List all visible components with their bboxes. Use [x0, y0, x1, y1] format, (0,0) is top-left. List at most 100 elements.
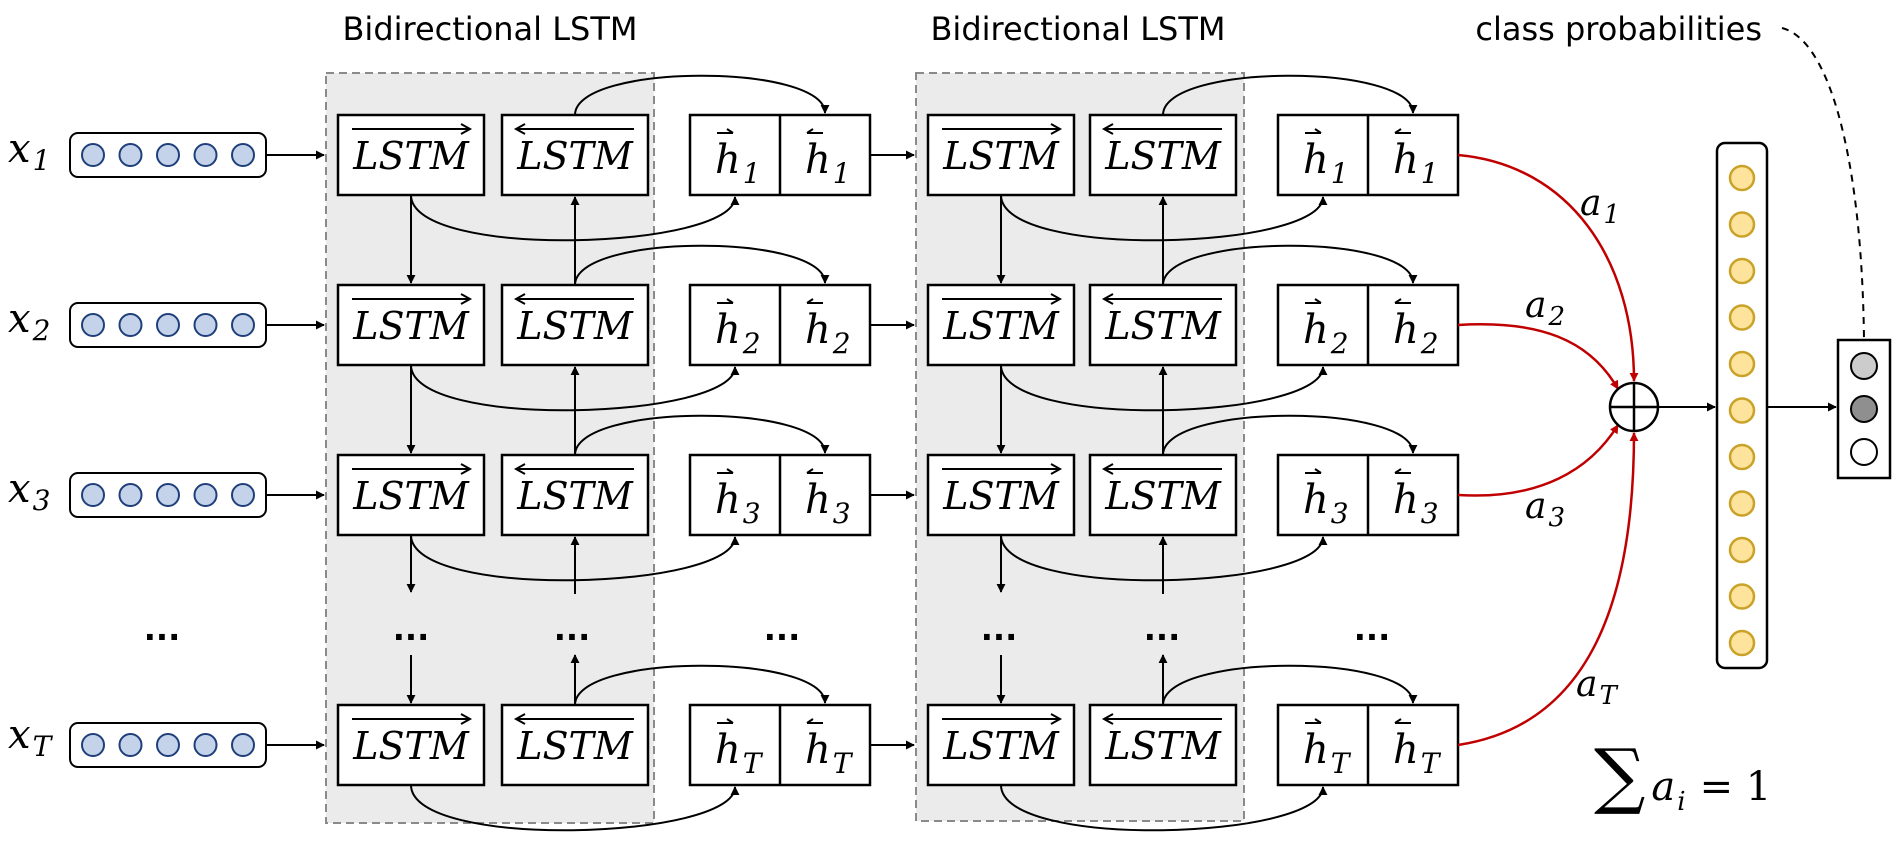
input-node: [193, 143, 218, 167]
hidden-arrow-tip: [1394, 128, 1402, 134]
lstm-label: LSTM: [942, 724, 1060, 768]
hidden-arrow-tip: [1314, 718, 1322, 724]
lstm-label: LSTM: [1104, 134, 1222, 178]
direction-arrowhead: [1101, 123, 1114, 135]
attention-weight-a3: a3: [1525, 486, 1565, 533]
ellipsis-row: ... ... ... ... ... ... ...: [144, 610, 1390, 648]
lstm-forward-l2-3: LSTM: [926, 453, 1076, 537]
lstm-label: LSTM: [352, 304, 470, 348]
arrow-forward-to-hidden-l2-T: [1000, 784, 1328, 832]
lstm-label: LSTM: [1104, 474, 1222, 518]
hidden-arrow-tip: [1394, 718, 1402, 724]
hidden-arrow-tip: [1394, 468, 1402, 474]
direction-arrowhead: [513, 123, 526, 135]
lstm-label: LSTM: [942, 474, 1060, 518]
direction-arrowhead: [1101, 293, 1114, 305]
lstm-label: LSTM: [942, 134, 1060, 178]
attention-arrow-1: [1457, 153, 1639, 382]
connections: [266, 74, 1418, 832]
lstm-label: LSTM: [516, 724, 634, 768]
input-node: [81, 483, 105, 507]
input-node: [118, 733, 143, 757]
output-node: [1850, 352, 1878, 380]
direction-arrowhead: [1101, 713, 1114, 725]
direction-arrowhead: [460, 123, 473, 135]
hidden-forward: h2: [1303, 307, 1349, 360]
input-label-xT: xT: [8, 712, 54, 763]
lstm-label: LSTM: [516, 134, 634, 178]
lstm-backward-l2-2: LSTM: [1088, 283, 1238, 367]
context-node: [1728, 490, 1756, 517]
lstm-forward-l2-1: LSTM: [926, 113, 1076, 197]
arrow-backward-to-hidden-l1-2: [574, 244, 830, 286]
ellipsis-l2-backward: ...: [1144, 610, 1180, 648]
context-node: [1728, 350, 1756, 378]
arrow-forward-to-hidden-l1-3: [410, 534, 740, 582]
layer-background-1: [325, 72, 655, 824]
input-label-x3: x3: [8, 466, 50, 517]
ellipsis-l2-hidden: ...: [1354, 610, 1390, 648]
arrow-forward-to-hidden-l1-1: [410, 194, 740, 242]
hidden-backward: h2: [805, 307, 851, 360]
context-node: [1728, 257, 1756, 285]
layer-title-2: Bidirectional LSTM: [930, 10, 1225, 48]
input-node: [193, 313, 218, 337]
input-vector-x1: [69, 132, 267, 178]
input-label-x1: x1: [8, 126, 50, 177]
arrow-backward-to-hidden-l2-2: [1162, 244, 1418, 286]
context-node: [1728, 304, 1756, 331]
output-label-pointer: [1781, 27, 1865, 341]
input-node: [193, 483, 218, 507]
input-vector-xT: [69, 722, 267, 768]
arrow-backward-to-hidden-l1-3: [574, 414, 830, 456]
input-node: [81, 313, 105, 337]
arrow-backward-to-hidden-l2-1: [1162, 74, 1418, 116]
lstm-backward-l2-3: LSTM: [1088, 453, 1238, 537]
hidden-forward: hT: [715, 727, 764, 780]
input-label-x2: x2: [8, 296, 50, 347]
context-node: [1728, 397, 1756, 424]
hidden-backward: h3: [805, 477, 851, 530]
direction-arrowhead: [460, 713, 473, 725]
input-vector-x2: [69, 302, 267, 348]
hidden-arrow-tip: [806, 128, 814, 134]
arrow-backward-to-hidden-l2-T: [1162, 664, 1418, 706]
hidden-backward: h1: [805, 137, 851, 190]
lstm-forward-l1-3: LSTM: [336, 453, 486, 537]
hidden-forward: h1: [1303, 137, 1349, 190]
attention-arrow-T: [1457, 432, 1639, 747]
lstm-backward-l2-1: LSTM: [1088, 113, 1238, 197]
ellipsis-l1-forward: ...: [393, 610, 429, 648]
ellipsis-l1-hidden: ...: [764, 610, 800, 648]
context-node: [1728, 583, 1756, 610]
arrow-forward-to-hidden-l1-2: [410, 364, 740, 412]
input-node: [156, 143, 180, 167]
input-node: [156, 313, 180, 337]
hidden-arrow-tip: [806, 468, 814, 474]
hidden-backward: hT: [1393, 727, 1442, 780]
sum-constraint: ∑ai= 1: [1594, 733, 1771, 817]
context-node: [1728, 443, 1756, 471]
lstm-label: LSTM: [1104, 724, 1222, 768]
output-probabilities: [1836, 338, 1892, 480]
arrow-forward-to-hidden-l1-T: [410, 784, 740, 832]
input-node: [118, 483, 143, 507]
direction-arrowhead: [460, 463, 473, 475]
lstm-label: LSTM: [352, 134, 470, 178]
direction-arrowhead: [513, 293, 526, 305]
lstm-label: LSTM: [352, 474, 470, 518]
input-node: [81, 143, 105, 167]
input-node: [118, 143, 143, 167]
hidden-arrow-tip: [806, 298, 814, 304]
hidden-arrow-tip: [1314, 128, 1322, 134]
lstm-label: LSTM: [352, 724, 470, 768]
lstm-forward-l2-T: LSTM: [926, 703, 1076, 787]
attention-arrows: [1457, 153, 1639, 747]
direction-arrowhead: [513, 713, 526, 725]
lstm-backward-l2-T: LSTM: [1088, 703, 1238, 787]
